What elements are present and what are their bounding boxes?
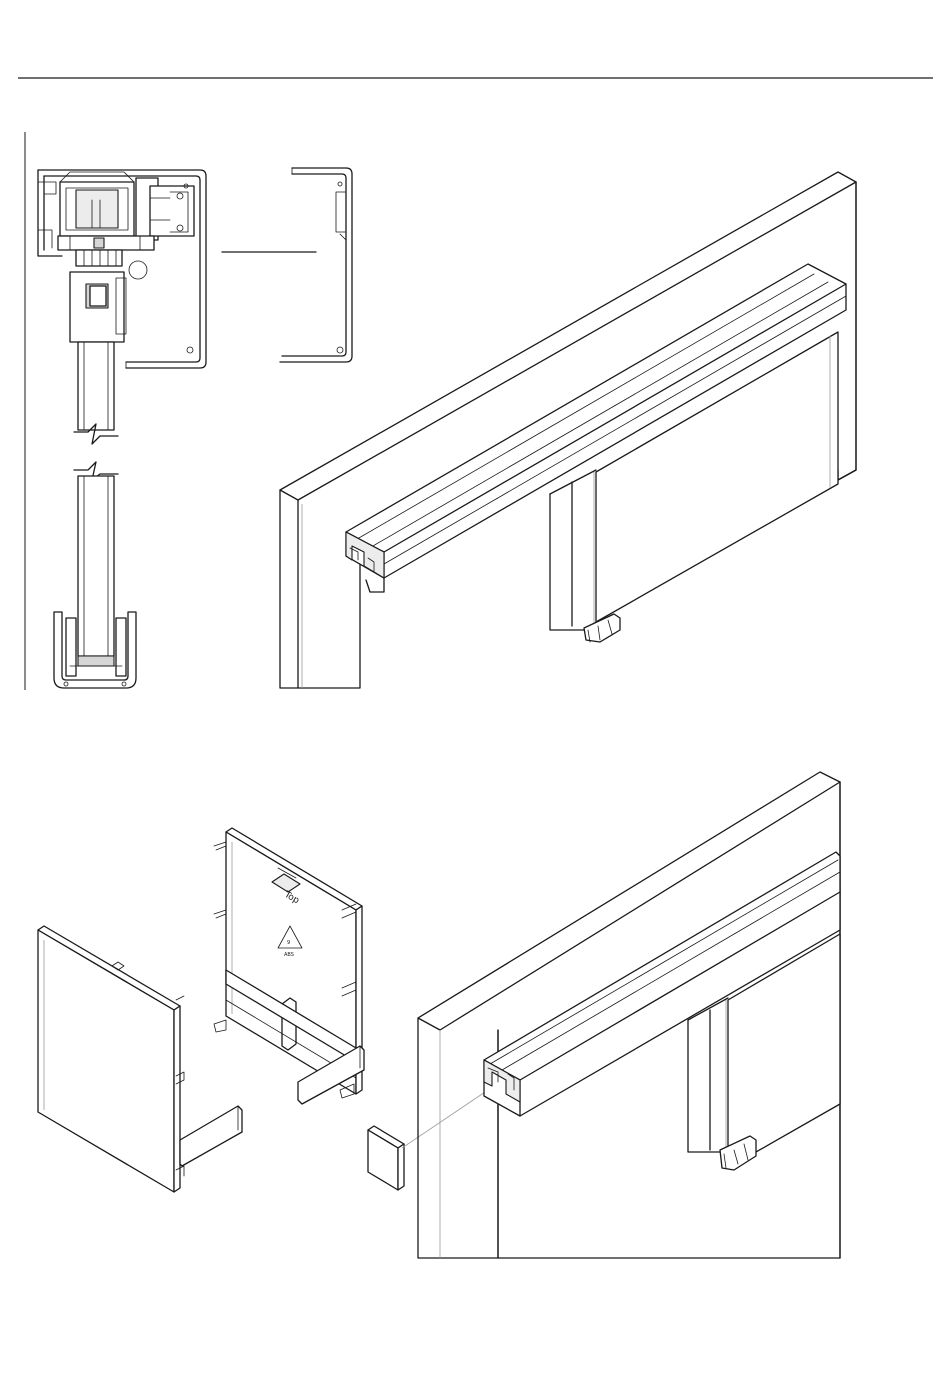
- recycle-code: ABS: [284, 952, 294, 958]
- top-figure: [25, 132, 856, 690]
- isometric-frame-view: [280, 172, 856, 688]
- bottom-figure: Top 9 ABS: [38, 772, 840, 1258]
- floor-guide-section: [54, 462, 136, 688]
- isometric-frame-corner: [418, 772, 840, 1258]
- end-cap-cover: [38, 926, 242, 1192]
- cover-profile: [222, 168, 352, 362]
- recycle-number: 9: [287, 940, 290, 946]
- small-end-cap: [368, 1086, 494, 1190]
- end-cap-plate: Top 9 ABS: [214, 828, 364, 1104]
- track-cross-section: [38, 170, 206, 444]
